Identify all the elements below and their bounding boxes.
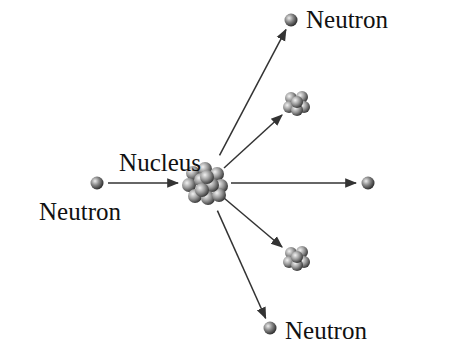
neutron-ball xyxy=(285,14,298,27)
node-label: Nucleus xyxy=(119,150,201,175)
neutron-ball xyxy=(362,177,375,190)
neutron-node: Neutron xyxy=(263,321,277,335)
neutron-ball xyxy=(91,177,104,190)
neutron-ball xyxy=(264,322,277,335)
neutron-shape xyxy=(284,13,298,27)
neutron-shape xyxy=(90,176,104,190)
nucleon xyxy=(195,183,209,197)
neutron-shape xyxy=(263,321,277,335)
fragment-arrow xyxy=(224,115,282,168)
fission-fragment xyxy=(283,91,310,116)
neutron-node: Neutron xyxy=(90,176,104,190)
neutron-node: Neutron xyxy=(284,13,298,27)
fission-fragment xyxy=(283,246,310,271)
particle-arrow xyxy=(217,211,265,319)
nucleon xyxy=(200,170,214,184)
particle-arrow xyxy=(220,30,286,156)
node-label: Neutron xyxy=(39,199,121,224)
particle-arrow xyxy=(108,182,178,184)
nucleus-node: Nucleus xyxy=(181,159,229,207)
fragment-arrow xyxy=(224,198,282,247)
neutron-arrow xyxy=(231,182,356,184)
node-label: Neutron xyxy=(285,318,367,343)
node-label: Neutron xyxy=(306,7,388,32)
